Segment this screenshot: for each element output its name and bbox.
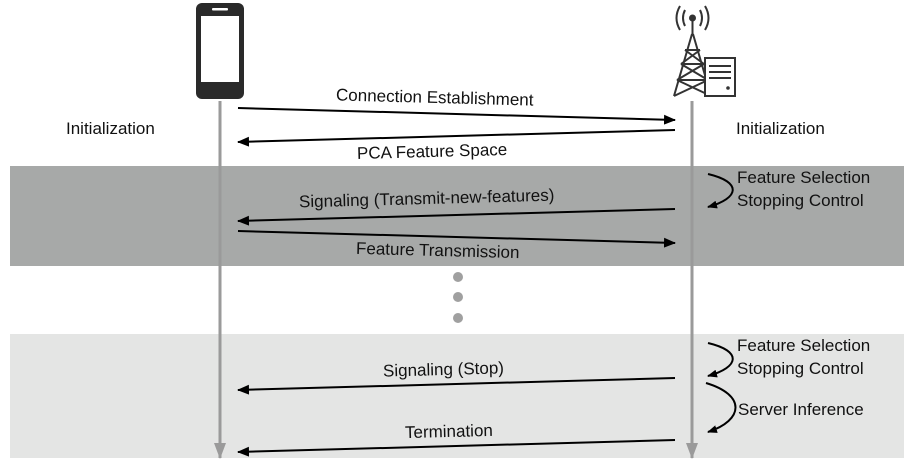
server-process-arrow-1 [707,173,734,209]
arrow-signaling-stop [237,377,676,395]
stopping-control-label: Stopping Control [737,191,864,210]
arrow-connection-establishment [237,107,676,125]
server-process-arrow-3 [705,382,737,433]
message-label: PCA Feature Space [356,140,508,163]
arrow-feature-transmission [237,230,676,248]
server-process-arrow-2 [707,342,734,378]
final-round-band [10,334,904,458]
continuation-dots [453,272,463,323]
client-initialization-label: Initialization [66,119,155,138]
stopping-control-label: Stopping Control [737,359,864,378]
arrow-termination [237,439,676,457]
server-inference-label: Server Inference [738,400,864,419]
message-label: Signaling (Stop) [382,358,505,381]
feature-selection-label: Feature Selection [737,168,871,187]
feature-round-band [10,166,904,266]
cell-tower-server-icon [673,5,736,97]
message-label: Feature Transmission [355,238,520,263]
arrow-pca-feature-space [237,129,676,147]
smartphone-icon [196,3,244,99]
server-initialization-label: Initialization [736,119,825,138]
arrow-signaling-transmit [237,208,676,226]
message-label: Termination [404,420,494,443]
feature-selection-label: Feature Selection [737,336,871,355]
